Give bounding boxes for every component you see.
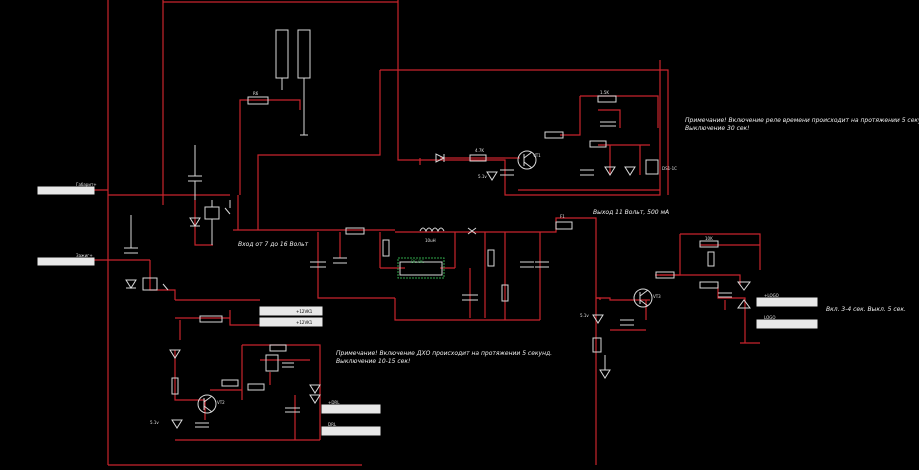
label-fuse: F1 bbox=[560, 214, 565, 219]
label-zener-bottom: 5.1v bbox=[150, 420, 159, 425]
label-dcdc: DC-DC bbox=[411, 259, 425, 264]
connector-label-out2: +12VK1 bbox=[296, 320, 313, 325]
relay-note: Примечание! Включение реле времени проис… bbox=[685, 117, 919, 133]
label-r-d3: 10K bbox=[705, 236, 713, 241]
connector-label-out1: +12VK1 bbox=[296, 309, 313, 314]
label-r-d2: 1.5K bbox=[600, 90, 609, 95]
connector-label-bottom1: +DRL bbox=[328, 400, 340, 405]
label-zener-right: 5.1v bbox=[580, 313, 589, 318]
timing-note: Вкл. 3-4 сек. Выкл. 5 сек. bbox=[826, 306, 906, 313]
relay-note-line2: Выключение 30 сек! bbox=[685, 125, 750, 132]
label-q-mid: VT3 bbox=[653, 294, 661, 299]
label-q-top: VT1 bbox=[533, 153, 541, 158]
connector-label-right1: +LOGO bbox=[764, 293, 779, 298]
label-q-bottom: VT2 bbox=[217, 400, 225, 405]
connector-label-bottom2: DRL bbox=[328, 422, 337, 427]
components bbox=[37, 29, 818, 436]
label-r-d1: 4.7K bbox=[475, 148, 484, 153]
wires bbox=[60, 0, 761, 466]
dho-note-line1: Примечание! Включение ДХО происходит на … bbox=[336, 350, 553, 357]
label-choke: 10uH bbox=[425, 238, 436, 243]
connector-label-left-top: Габарит+ bbox=[76, 182, 97, 187]
connector-label-right2: LOGO bbox=[764, 315, 776, 320]
connector-label-left-mid: Зажиг+ bbox=[76, 253, 93, 258]
output-note: Выход 11 Вольт, 500 мА bbox=[593, 209, 670, 216]
dho-note-line2: Выключение 10-15 сек! bbox=[336, 358, 411, 365]
label-relay-top: DS1-1C bbox=[662, 166, 677, 171]
input-note: Вход от 7 до 16 Вольт bbox=[238, 241, 309, 248]
label-zener-left: 5.1v bbox=[478, 174, 487, 179]
label-r-top: R6 bbox=[253, 91, 259, 96]
dho-note: Примечание! Включение ДХО происходит на … bbox=[336, 350, 552, 366]
relay-note-line1: Примечание! Включение реле времени проис… bbox=[685, 117, 919, 124]
